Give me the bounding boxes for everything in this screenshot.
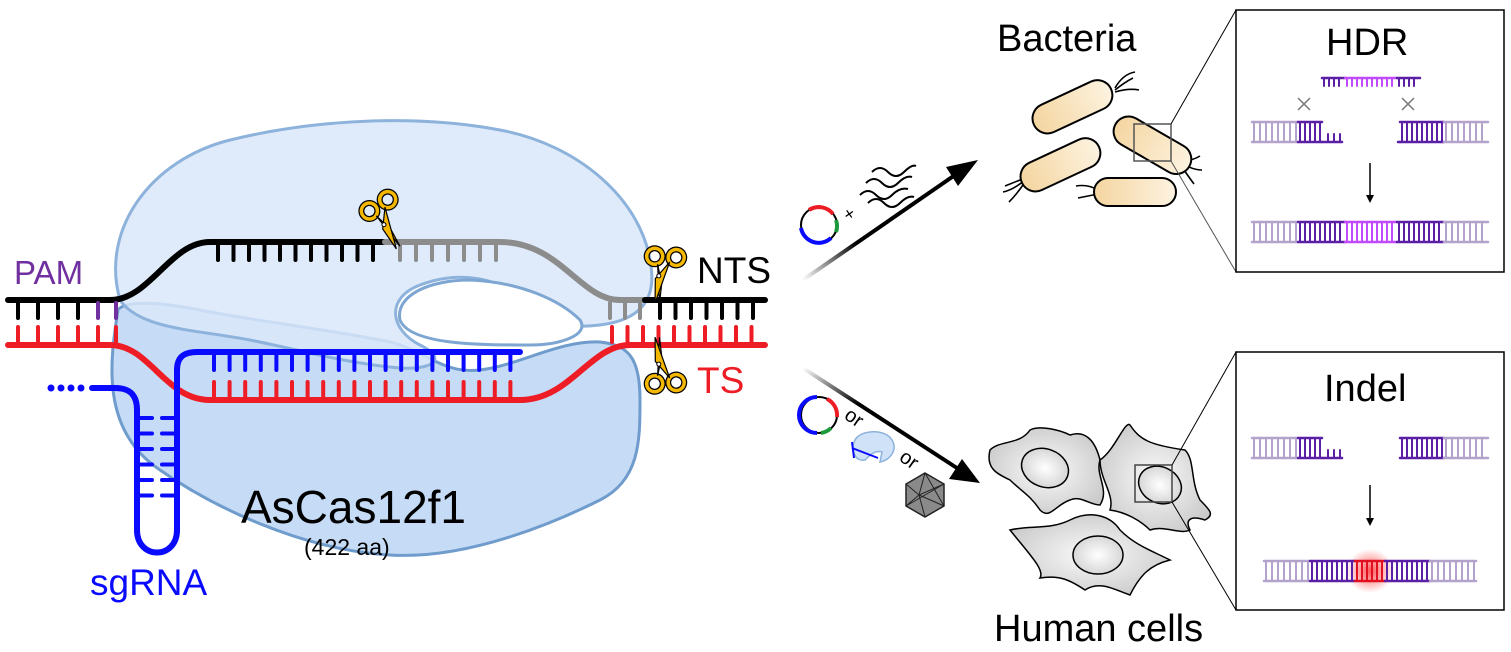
sgrna-label: sgRNA: [90, 562, 208, 603]
sgrna-dots: [47, 384, 85, 392]
plasmid-icon-top: [799, 205, 840, 245]
indel-panel: [1235, 351, 1505, 611]
sgrna: [47, 349, 523, 556]
bacteria-illustration: [1002, 9, 1237, 273]
pam-label: PAM: [14, 254, 84, 291]
ts-label: TS: [697, 360, 745, 401]
arrow-to-bacteria: [801, 160, 978, 282]
plasmid-icon-bottom: [797, 395, 840, 435]
mrna-icon: [859, 164, 917, 208]
rnp-icon: [851, 431, 895, 463]
hdr-panel: [1235, 9, 1505, 273]
protein-size-label: (422 aa): [304, 534, 390, 560]
hdr-title: HDR: [1326, 22, 1409, 64]
non-target-strand: [5, 239, 768, 320]
aav-icon: [905, 472, 945, 518]
target-strand: [5, 325, 768, 403]
human-cells-illustration: [988, 351, 1237, 611]
arrow-to-human-cells: [801, 366, 980, 483]
crossover-marks: [1297, 97, 1415, 111]
nts-label: NTS: [697, 250, 771, 291]
human-cells-label: Human cells: [994, 608, 1204, 650]
zoom-box-human: [1134, 464, 1173, 503]
protein-name-label: AsCas12f1: [241, 481, 467, 533]
bacteria-label: Bacteria: [997, 18, 1137, 60]
zoom-box-bacteria: [1133, 123, 1172, 162]
protein-hole: [398, 278, 584, 347]
indel-title: Indel: [1324, 368, 1407, 410]
